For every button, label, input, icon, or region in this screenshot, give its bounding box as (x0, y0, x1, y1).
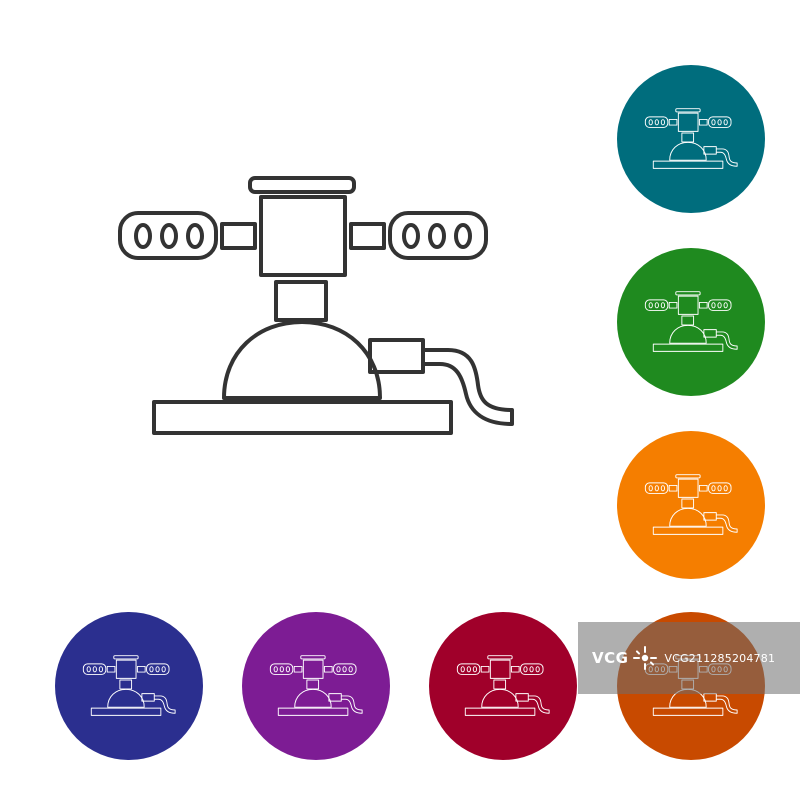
lawn-sprinkler-icon (456, 655, 550, 716)
lawn-sprinkler-icon (644, 474, 738, 535)
green-badge (617, 248, 765, 396)
purple-badge (242, 612, 390, 760)
watermark-logo: VCG (592, 649, 629, 667)
lawn-sprinkler-icon (644, 291, 738, 352)
navy-badge (55, 612, 203, 760)
watermark-id: VCG211285204781 (664, 651, 776, 665)
crimson-badge (429, 612, 577, 760)
orange-badge (617, 431, 765, 579)
sparkle-icon (633, 646, 658, 670)
lawn-sprinkler-icon (82, 655, 176, 716)
lawn-sprinkler-icon (644, 108, 738, 169)
lawn-sprinkler-icon (269, 655, 363, 716)
watermark: VCG VCG211285204781 (578, 622, 800, 694)
teal-badge (617, 65, 765, 213)
